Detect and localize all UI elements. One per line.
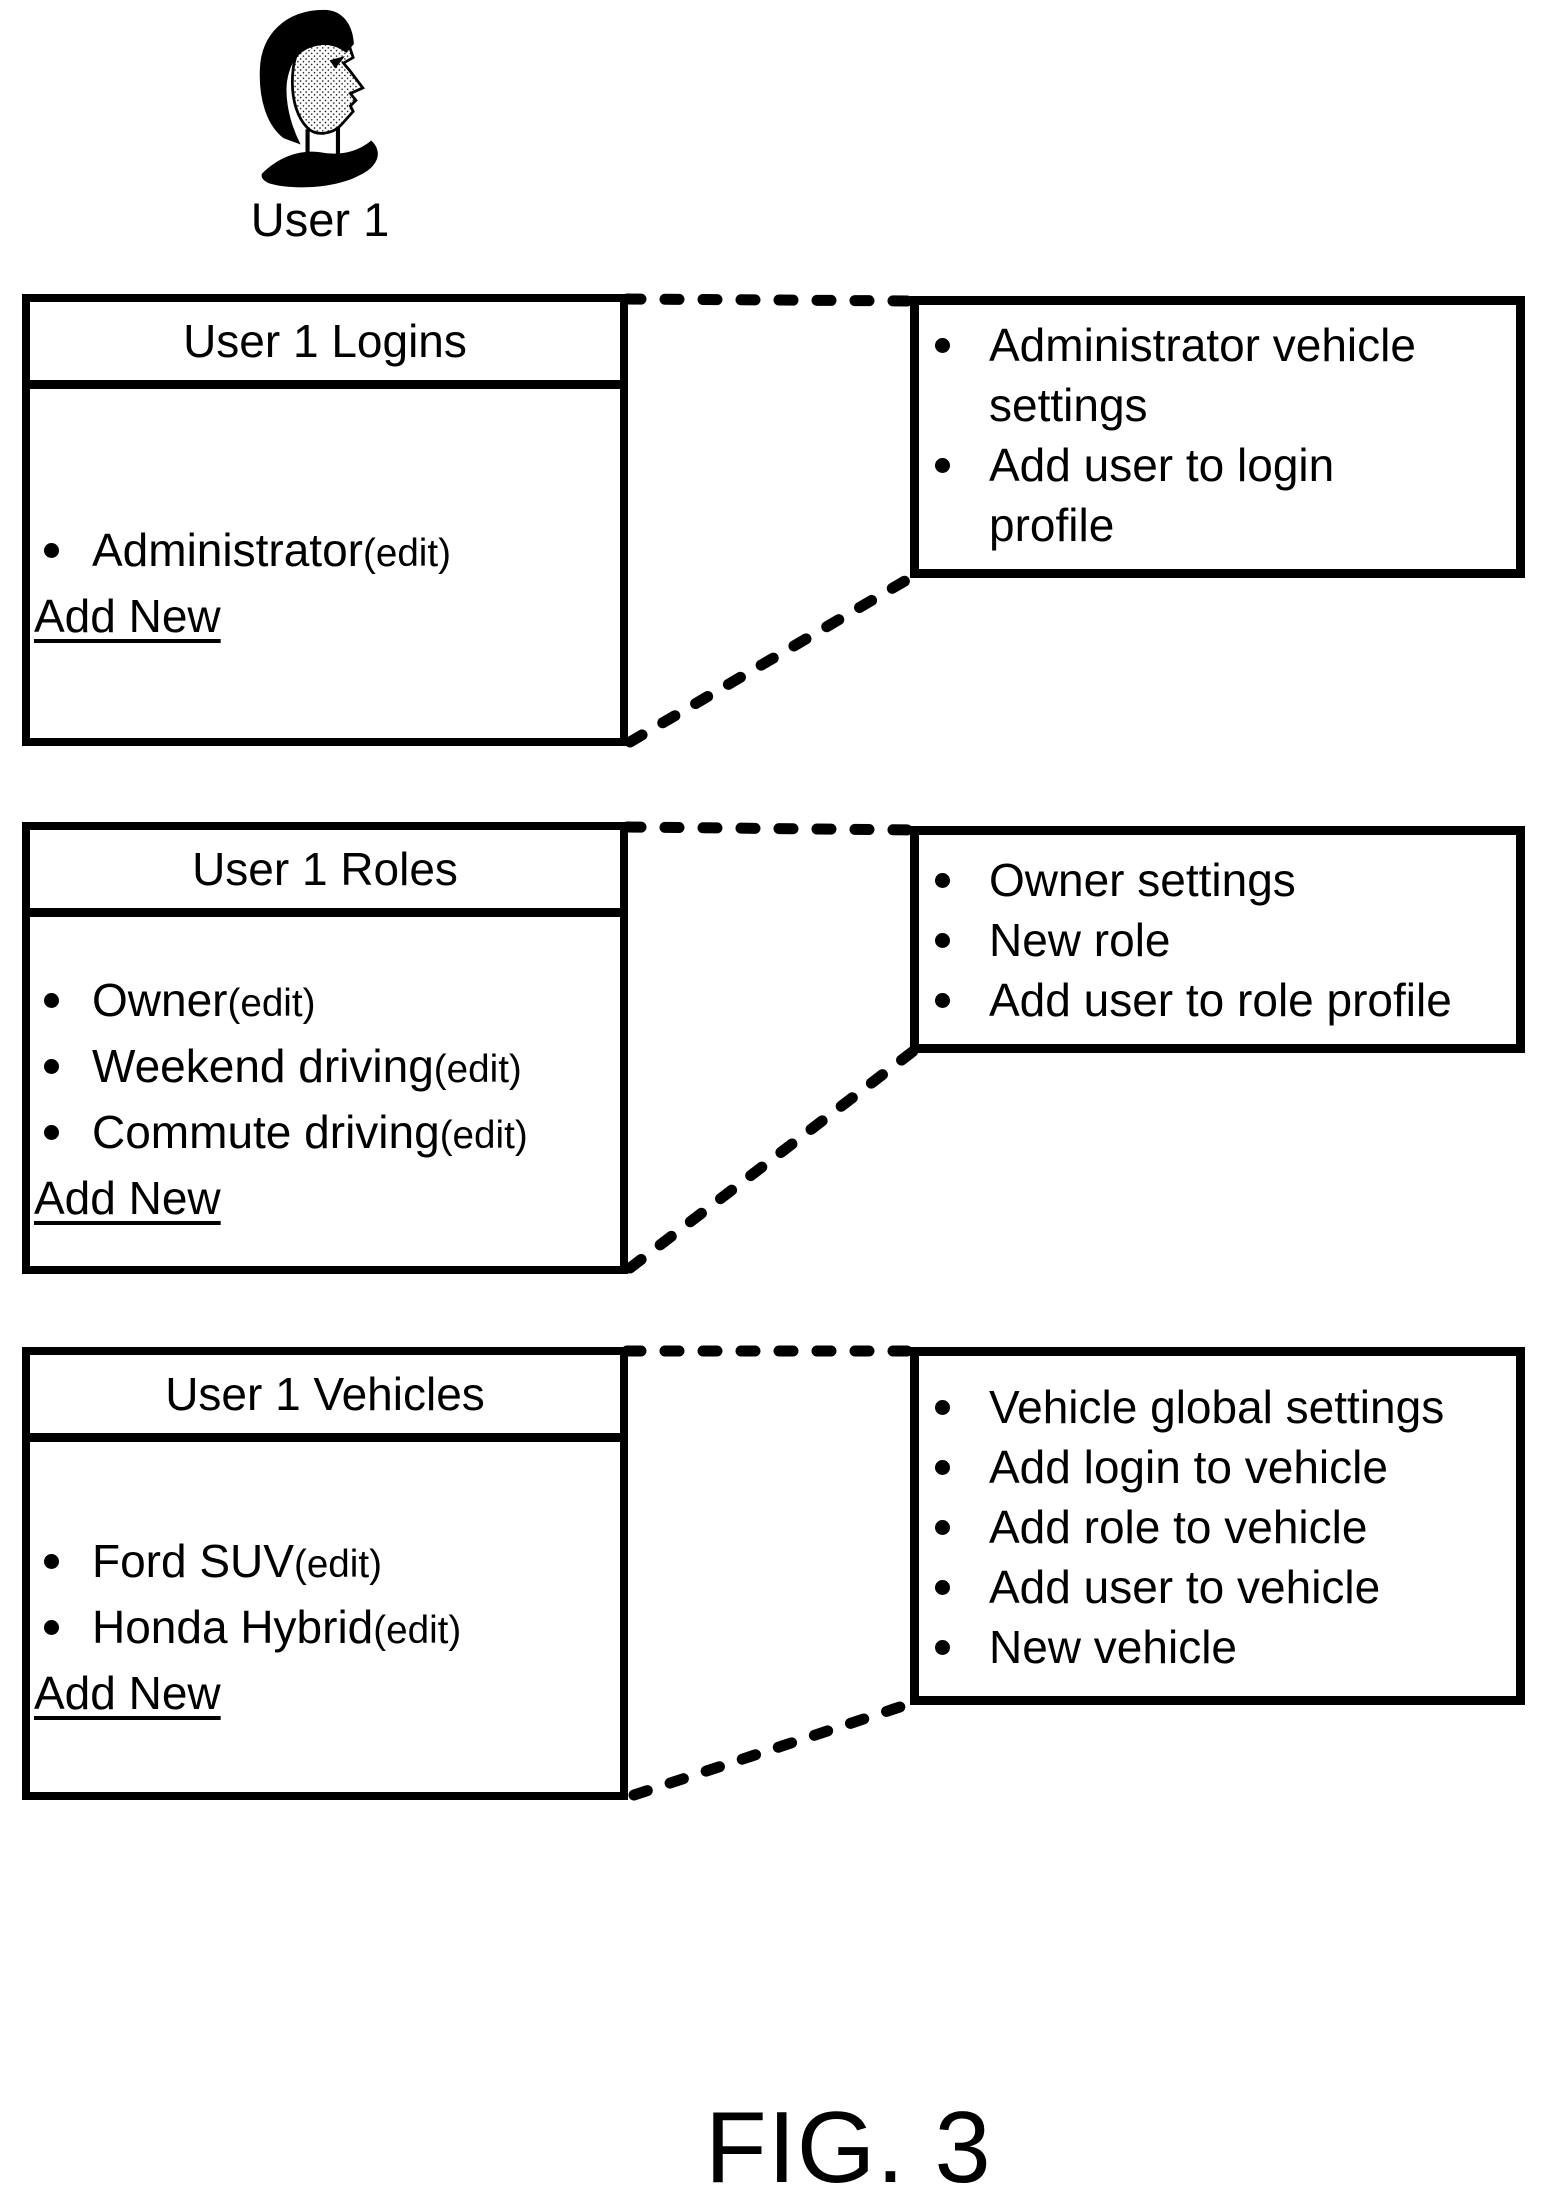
menu-item-label: Add user to role profile (989, 974, 1452, 1026)
menu-item[interactable]: Add role to vehicle (919, 1497, 1516, 1557)
menu-item[interactable]: New vehicle (919, 1617, 1516, 1677)
item-label: Weekend driving (92, 1040, 434, 1092)
connector-dashed-line (621, 821, 922, 836)
bullet-icon (935, 933, 950, 948)
figure-caption: FIG. 3 (705, 2092, 992, 2204)
menu-item-label: New vehicle (989, 1621, 1237, 1673)
menu-logins: Administrator vehicle settings Add user … (910, 296, 1525, 578)
connector-dashed-line (621, 293, 920, 307)
bullet-icon (935, 873, 950, 888)
menu-item[interactable]: Add user to login profile (919, 435, 1516, 555)
menu-item[interactable]: Add user to vehicle (919, 1557, 1516, 1617)
user-label: User 1 (250, 193, 390, 246)
bullet-icon (935, 338, 950, 353)
edit-link[interactable]: (edit) (362, 532, 451, 575)
panel-logins: User 1 Logins Administrator(edit) Add Ne… (22, 294, 628, 746)
edit-link[interactable]: (edit) (439, 1114, 528, 1157)
bullet-icon (44, 1059, 59, 1074)
menu-roles: Owner settings New role Add user to role… (910, 826, 1525, 1053)
list-item: Commute driving(edit) (30, 1101, 620, 1167)
bullet-icon (935, 1580, 950, 1595)
panel-vehicles: User 1 Vehicles Ford SUV(edit) Honda Hyb… (22, 1347, 628, 1800)
add-new-link[interactable]: Add New (34, 1667, 221, 1719)
user-figure: User 1 (236, 6, 404, 246)
bullet-icon (935, 1640, 950, 1655)
user-profile-icon (259, 9, 378, 188)
menu-item-label: Vehicle global settings (989, 1381, 1445, 1433)
connector-dashed-line (628, 1695, 924, 1801)
menu-item-label: New role (989, 914, 1171, 966)
menu-item-label: Add user to login profile (989, 439, 1335, 551)
panel-vehicles-title: User 1 Vehicles (30, 1355, 620, 1442)
list-item: Honda Hybrid(edit) (30, 1596, 620, 1662)
menu-item-label: Add login to vehicle (989, 1441, 1388, 1493)
edit-link[interactable]: (edit) (373, 1609, 462, 1652)
bullet-icon (935, 993, 950, 1008)
connector-dashed-line (624, 1043, 922, 1274)
bullet-icon (44, 543, 59, 558)
item-label: Administrator (92, 524, 363, 576)
bullet-icon (935, 1460, 950, 1475)
panel-logins-title: User 1 Logins (30, 302, 620, 389)
list-item: Administrator(edit) (30, 519, 620, 585)
connector-dashed-line (624, 569, 921, 748)
bullet-icon (44, 1554, 59, 1569)
menu-vehicles: Vehicle global settings Add login to veh… (910, 1347, 1525, 1705)
item-label: Honda Hybrid (92, 1601, 374, 1653)
menu-item[interactable]: Add user to role profile (919, 970, 1516, 1030)
bullet-icon (935, 1400, 950, 1415)
menu-item[interactable]: New role (919, 910, 1516, 970)
menu-item[interactable]: Administrator vehicle settings (919, 315, 1516, 435)
menu-item[interactable]: Add login to vehicle (919, 1437, 1516, 1497)
list-item: Ford SUV(edit) (30, 1530, 620, 1596)
bullet-icon (935, 1520, 950, 1535)
item-label: Owner (92, 974, 228, 1026)
panel-roles: User 1 Roles Owner(edit) Weekend driving… (22, 822, 628, 1274)
menu-item-label: Add role to vehicle (989, 1501, 1368, 1553)
edit-link[interactable]: (edit) (227, 982, 316, 1025)
menu-item[interactable]: Owner settings (919, 850, 1516, 910)
bullet-icon (935, 458, 950, 473)
add-new-link[interactable]: Add New (34, 1172, 221, 1224)
item-label: Commute driving (92, 1106, 440, 1158)
panel-roles-title: User 1 Roles (30, 830, 620, 917)
bullet-icon (44, 1620, 59, 1635)
menu-item[interactable]: Vehicle global settings (919, 1377, 1516, 1437)
list-item: Owner(edit) (30, 969, 620, 1035)
bullet-icon (44, 993, 59, 1008)
menu-item-label: Owner settings (989, 854, 1296, 906)
edit-link[interactable]: (edit) (293, 1543, 382, 1586)
add-new-link[interactable]: Add New (34, 590, 221, 642)
list-item: Weekend driving(edit) (30, 1035, 620, 1101)
bullet-icon (44, 1125, 59, 1140)
menu-item-label: Administrator vehicle settings (989, 319, 1416, 431)
menu-item-label: Add user to vehicle (989, 1561, 1381, 1613)
edit-link[interactable]: (edit) (433, 1048, 522, 1091)
item-label: Ford SUV (92, 1535, 294, 1587)
